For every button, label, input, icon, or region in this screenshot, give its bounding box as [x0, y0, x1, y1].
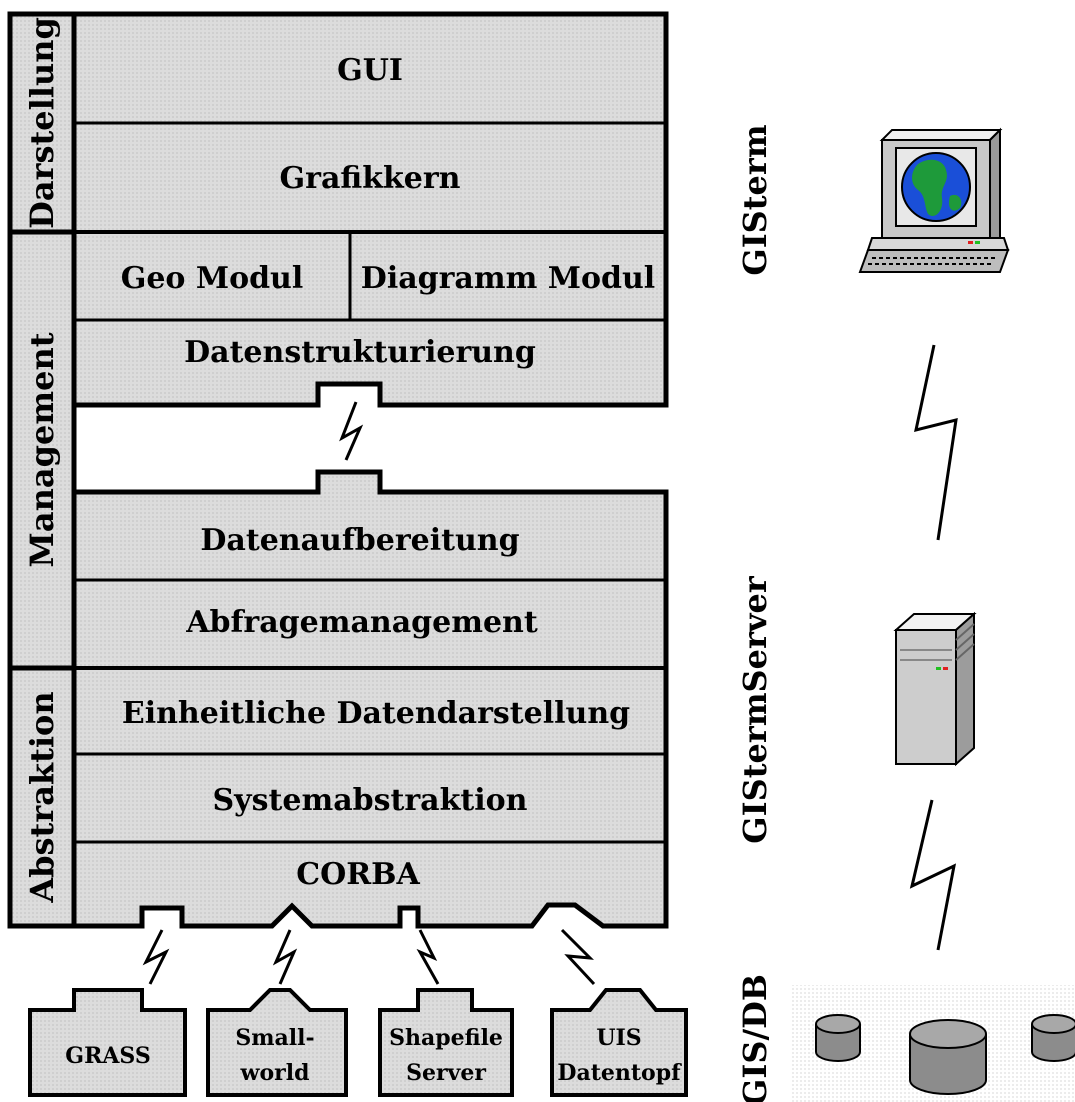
tier-label-gisdb: GIS/DB [736, 974, 774, 1102]
database-cylinder-icon [1031, 1014, 1075, 1062]
layer-datenstrukturierung: Datenstrukturierung [184, 335, 536, 370]
layer-corba: CORBA [296, 857, 420, 892]
source-uis-label-1: UIS [596, 1025, 641, 1051]
source-smallworld-label-1: Small- [235, 1025, 314, 1051]
lightning-connection-icon [914, 344, 958, 541]
side-label-abstraktion: Abstraktion [23, 691, 61, 903]
source-smallworld-label-2: world [240, 1060, 310, 1086]
tier-label-gisterm: GISterm [736, 124, 774, 275]
source-shapefile-label-1: Shapefile [389, 1025, 503, 1051]
layer-grafikkern: Grafikkern [280, 161, 461, 196]
computer-terminal-icon [858, 127, 1010, 273]
database-cylinder-icon [909, 1019, 987, 1095]
lightning-connection-icon [142, 929, 170, 985]
tier-label-gistermserver: GIStermServer [736, 575, 774, 844]
lightning-connection-icon [909, 799, 957, 951]
lightning-connection-icon [272, 929, 298, 985]
side-bar-abstraktion: Abstraktion [7, 665, 77, 929]
database-cylinder-icon [815, 1014, 861, 1062]
source-uis: UIS Datentopf [550, 988, 688, 1097]
source-grass: GRASS [28, 988, 187, 1097]
source-grass-label: GRASS [65, 1043, 150, 1069]
side-label-darstellung: Darstellung [23, 17, 61, 229]
layer-systemabstraktion: Systemabstraktion [213, 783, 528, 818]
lightning-connection-icon [339, 401, 364, 461]
source-uis-label-2: Datentopf [557, 1060, 682, 1086]
side-bar-management: Management [7, 229, 77, 671]
layer-geo-modul: Geo Modul [121, 261, 304, 296]
side-bar-darstellung: Darstellung [7, 11, 77, 235]
lightning-connection-icon [416, 929, 440, 985]
client-stack: GUI Grafikkern Geo Modul Diagramm Modul … [71, 11, 669, 408]
server-stack: Datenaufbereitung Abfragemanagement Einh… [71, 469, 669, 929]
side-label-management: Management [23, 332, 61, 567]
layer-abfragemanagement: Abfragemanagement [185, 605, 538, 640]
layer-einheitliche-datendarstellung: Einheitliche Datendarstellung [122, 696, 630, 731]
source-shapefile-label-2: Server [406, 1060, 486, 1086]
source-shapefile: Shapefile Server [378, 988, 514, 1097]
source-smallworld: Small- world [206, 988, 348, 1097]
server-tower-icon [893, 611, 977, 767]
layer-gui: GUI [337, 53, 403, 88]
layer-datenaufbereitung: Datenaufbereitung [200, 523, 519, 558]
layer-diagramm-modul: Diagramm Modul [361, 261, 655, 296]
lightning-connection-icon [560, 928, 596, 986]
